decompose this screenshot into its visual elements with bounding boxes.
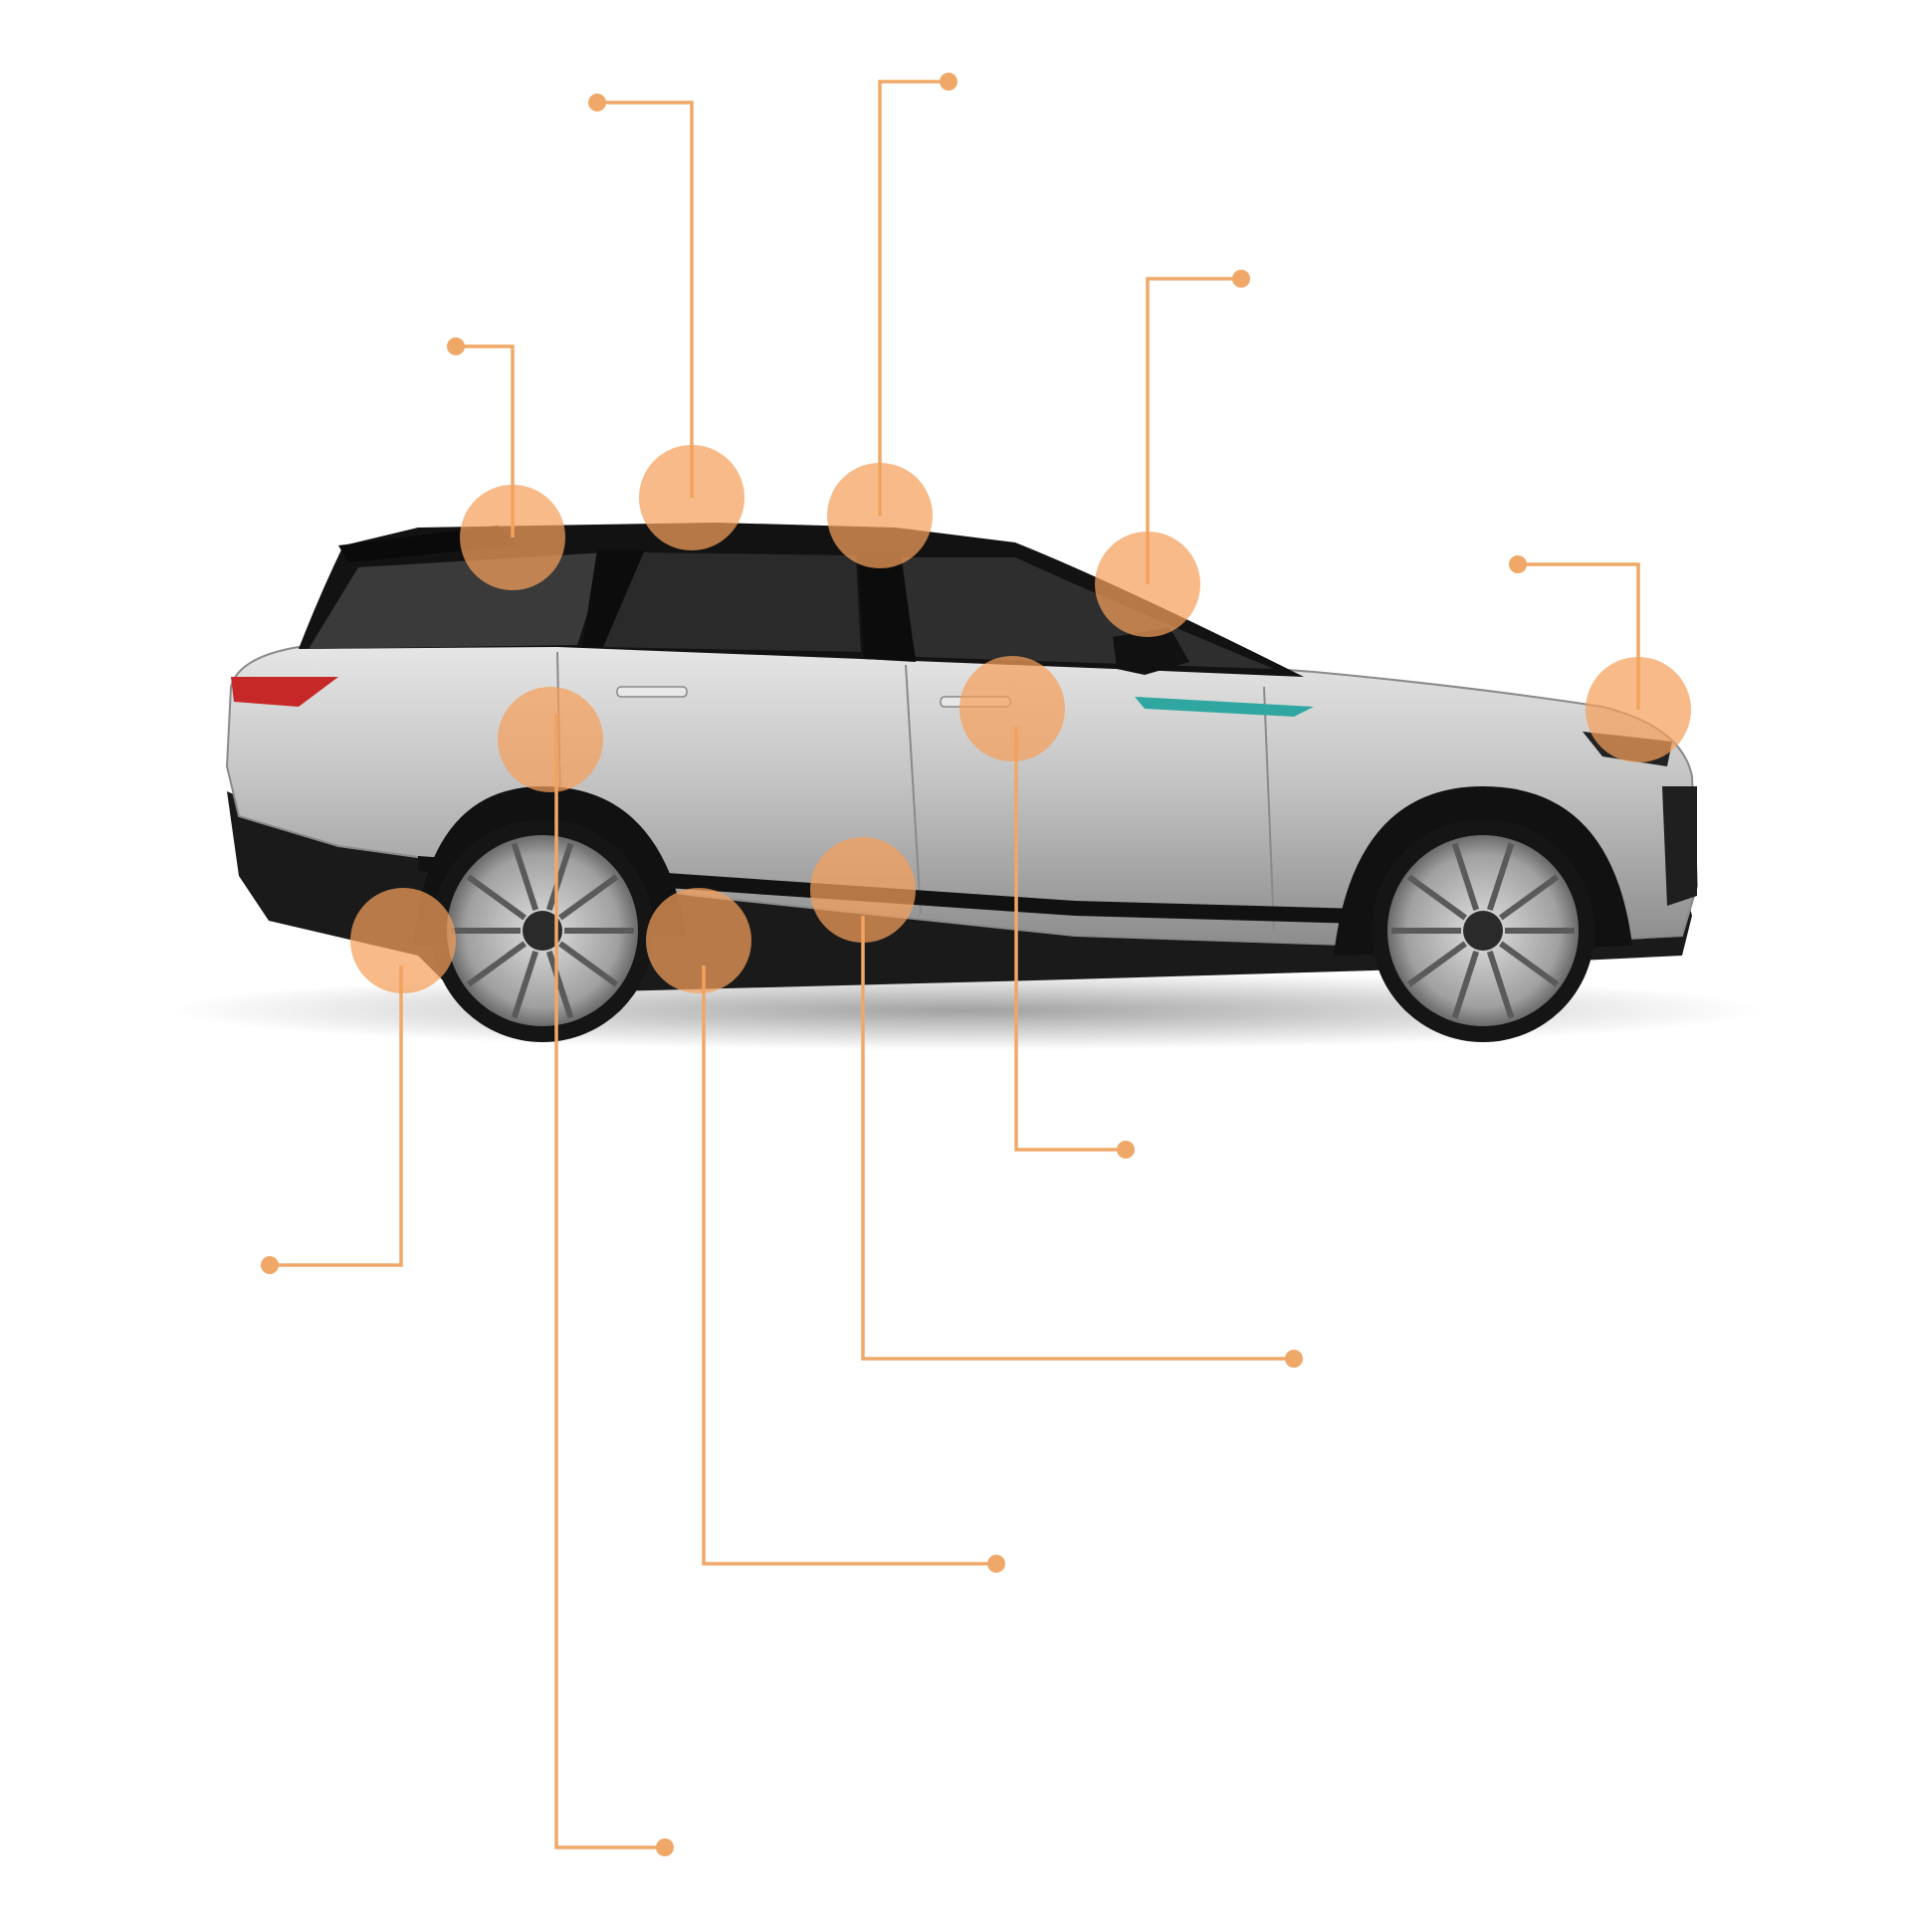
hotspot-rear-bumper[interactable]	[350, 888, 456, 993]
hotspot-rear-door[interactable]	[498, 687, 603, 792]
side-vent-strip	[1135, 697, 1314, 717]
callout-front-door[interactable]	[959, 656, 1135, 1159]
leader-line	[597, 101, 694, 498]
wheel-spoke	[1486, 950, 1515, 1019]
hotspot-rear-wheel[interactable]	[646, 888, 751, 993]
leader-line	[702, 966, 996, 1566]
wheel-spoke	[558, 874, 619, 921]
leader-line	[1014, 727, 1126, 1152]
hotspot-headlight[interactable]	[1586, 657, 1691, 762]
callout-roof-rear[interactable]	[588, 94, 744, 550]
hotspot-front-door[interactable]	[959, 656, 1065, 761]
leader-end-dot	[261, 1256, 279, 1274]
wheel-spoke	[558, 941, 619, 987]
callout-rear-door[interactable]	[498, 687, 674, 1856]
rear-door-window	[597, 552, 861, 652]
hotspot-roof-rear[interactable]	[639, 445, 744, 550]
leader-end-dot	[987, 1555, 1005, 1573]
b-pillar	[858, 552, 916, 662]
callout-layer	[261, 73, 1691, 1856]
wheel-spoke	[1499, 941, 1560, 987]
leader-end-dot	[940, 73, 957, 91]
c-pillar	[582, 549, 645, 647]
door-seam-mid	[905, 664, 922, 915]
hotspot-rear-spoiler[interactable]	[460, 485, 565, 590]
callout-roof-front[interactable]	[827, 73, 957, 568]
rear-door-handle	[616, 686, 688, 698]
leader-line	[270, 966, 403, 1267]
callout-side-mirror[interactable]	[1095, 270, 1250, 637]
wheel-spoke	[1499, 874, 1560, 921]
wheel-spoke	[1406, 874, 1467, 921]
wheel-spoke	[1451, 950, 1480, 1019]
wheel-spoke	[466, 874, 527, 921]
leader-end-dot	[1509, 555, 1527, 573]
leader-end-dot	[588, 94, 606, 111]
leader-end-dot	[656, 1838, 674, 1856]
leader-line	[554, 714, 665, 1849]
leader-end-dot	[1117, 1141, 1135, 1159]
rear-wheel-graphic	[431, 819, 654, 1042]
wheel-spoke	[545, 950, 574, 1019]
wheel-spoke	[511, 950, 539, 1019]
wheel-spoke	[1406, 941, 1467, 987]
front-grille	[1662, 786, 1697, 906]
leader-end-dot	[1232, 270, 1250, 288]
wheel-spoke	[511, 842, 539, 912]
callout-rear-bumper[interactable]	[261, 888, 456, 1274]
wheel-spoke	[545, 842, 574, 912]
leader-end-dot	[1285, 1350, 1303, 1368]
hotspot-side-mirror[interactable]	[1095, 532, 1200, 637]
callout-side-sill[interactable]	[810, 837, 1303, 1368]
leader-line	[861, 916, 1294, 1361]
leader-line	[878, 80, 949, 516]
hotspot-roof-front[interactable]	[827, 463, 933, 568]
wheel-spoke	[1486, 842, 1515, 912]
callout-rear-wheel[interactable]	[646, 888, 1005, 1573]
front-door-window	[896, 557, 1274, 669]
leader-line	[456, 344, 515, 537]
wheel-spoke	[466, 941, 527, 987]
callout-rear-spoiler[interactable]	[447, 337, 565, 590]
callout-headlight[interactable]	[1509, 555, 1691, 762]
front-wheel-graphic	[1372, 819, 1594, 1042]
sill-stripe	[418, 856, 1612, 931]
tail-light	[231, 677, 338, 707]
hotspot-side-sill[interactable]	[810, 837, 916, 943]
side-mirror-shape	[1113, 627, 1189, 675]
leader-end-dot	[447, 337, 465, 355]
leader-line	[1146, 277, 1241, 584]
door-seam-front	[1263, 686, 1275, 932]
wheel-spoke	[1451, 842, 1480, 912]
